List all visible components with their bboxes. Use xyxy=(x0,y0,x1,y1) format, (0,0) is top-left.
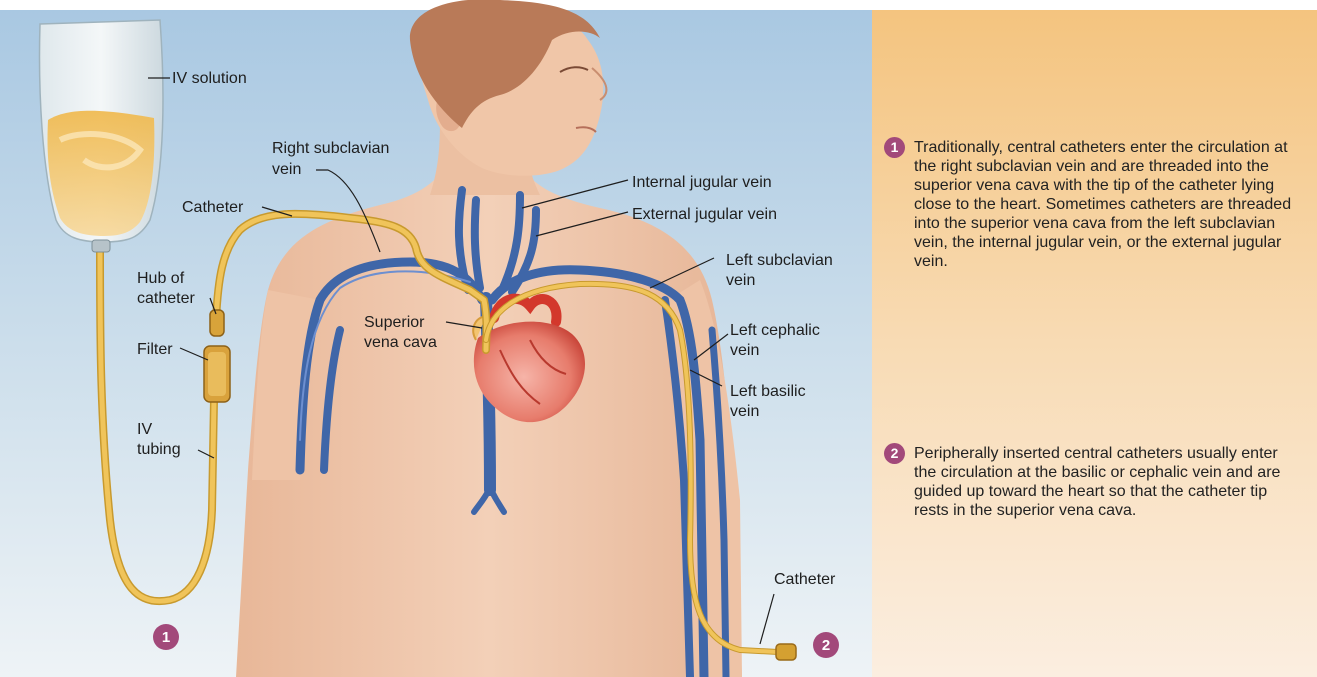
label-hub-line2: catheter xyxy=(137,290,195,307)
label-left-basilic-line2: vein xyxy=(730,403,759,420)
note-1: 1 Traditionally, central catheters enter… xyxy=(900,138,1300,271)
note-2: 2 Peripherally inserted central catheter… xyxy=(900,444,1300,520)
label-catheter-top: Catheter xyxy=(182,199,244,216)
label-superior-vena-cava-line1: Superior xyxy=(364,314,425,331)
label-right-subclavian-line1: Right subclavian xyxy=(272,140,389,157)
note-panel-background xyxy=(872,10,1317,677)
label-internal-jugular: Internal jugular vein xyxy=(632,174,772,191)
label-right-subclavian-line2: vein xyxy=(272,161,301,178)
note-1-number: 1 xyxy=(884,137,905,158)
svg-text:2: 2 xyxy=(822,637,830,654)
marker-route-1: 1 xyxy=(153,624,179,650)
label-external-jugular: External jugular vein xyxy=(632,206,777,223)
marker-route-2: 2 xyxy=(813,632,839,658)
svg-text:1: 1 xyxy=(162,629,170,646)
label-left-basilic-line1: Left basilic xyxy=(730,383,806,400)
label-iv-tubing-line1: IV xyxy=(137,421,152,438)
note-2-text: Peripherally inserted central catheters … xyxy=(914,444,1300,520)
label-iv-solution: IV solution xyxy=(172,70,247,87)
note-2-number: 2 xyxy=(884,443,905,464)
label-left-cephalic-line2: vein xyxy=(730,342,759,359)
label-filter: Filter xyxy=(137,341,173,358)
label-catheter-arm: Catheter xyxy=(774,571,836,588)
note-1-text: Traditionally, central catheters enter t… xyxy=(914,138,1300,271)
iv-bag xyxy=(40,20,163,252)
label-left-cephalic-line1: Left cephalic xyxy=(730,322,820,339)
label-hub-line1: Hub of xyxy=(137,270,185,287)
label-left-subclavian-line2: vein xyxy=(726,272,755,289)
label-iv-tubing-line2: tubing xyxy=(137,441,181,458)
label-superior-vena-cava-line2: vena cava xyxy=(364,334,437,351)
label-left-subclavian-line1: Left subclavian xyxy=(726,252,833,269)
